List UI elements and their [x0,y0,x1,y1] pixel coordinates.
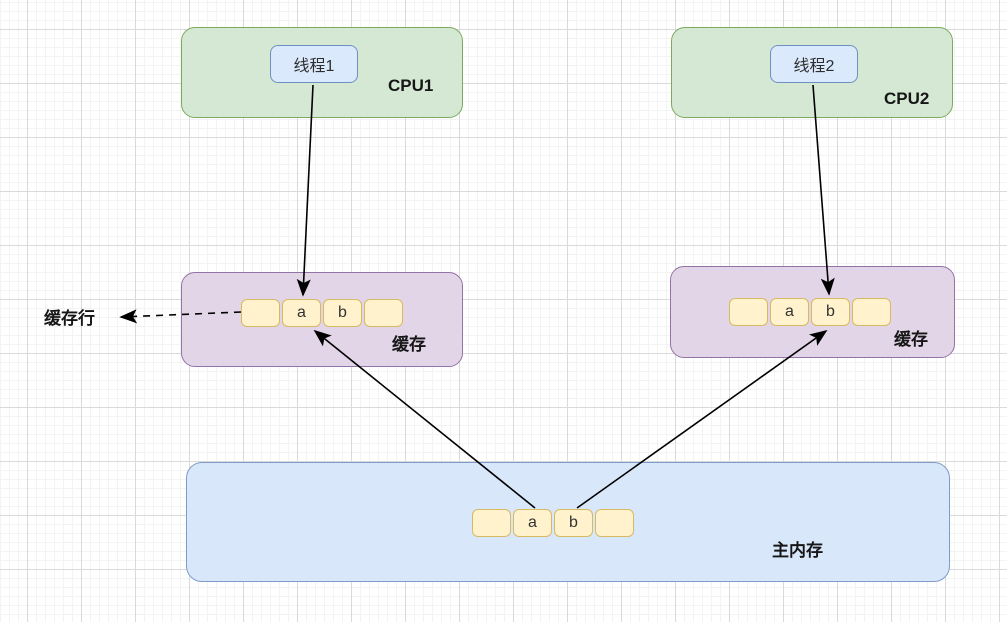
cache2-cell-0[interactable] [729,298,768,326]
main-memory-cell-3[interactable] [595,509,634,537]
main-memory-cell-a[interactable]: a [513,509,552,537]
thread2-label: 线程2 [793,58,835,75]
cache1-cell-row: a b [241,299,403,327]
thread2-node[interactable]: 线程2 [770,45,858,83]
main-memory-cell-0[interactable] [472,509,511,537]
cache2-label: 缓存 [894,330,928,349]
cache1-label: 缓存 [392,335,426,354]
cache1-cell-3[interactable] [364,299,403,327]
cache1-cell-a[interactable]: a [282,299,321,327]
cache2-cell-row: a b [729,298,891,326]
cache2-cell-b[interactable]: b [811,298,850,326]
cache2-cell-a[interactable]: a [770,298,809,326]
cache-line-label: 缓存行 [44,309,95,328]
main-memory-label: 主内存 [772,541,823,560]
cache1-cell-b[interactable]: b [323,299,362,327]
cache2-cell-3[interactable] [852,298,891,326]
thread1-node[interactable]: 线程1 [270,45,358,83]
main-memory-cell-row: a b [472,509,634,537]
cpu1-label: CPU1 [388,76,434,95]
thread1-label: 线程1 [293,58,335,75]
cpu2-label: CPU2 [884,89,930,108]
cache1-cell-0[interactable] [241,299,280,327]
main-memory-cell-b[interactable]: b [554,509,593,537]
